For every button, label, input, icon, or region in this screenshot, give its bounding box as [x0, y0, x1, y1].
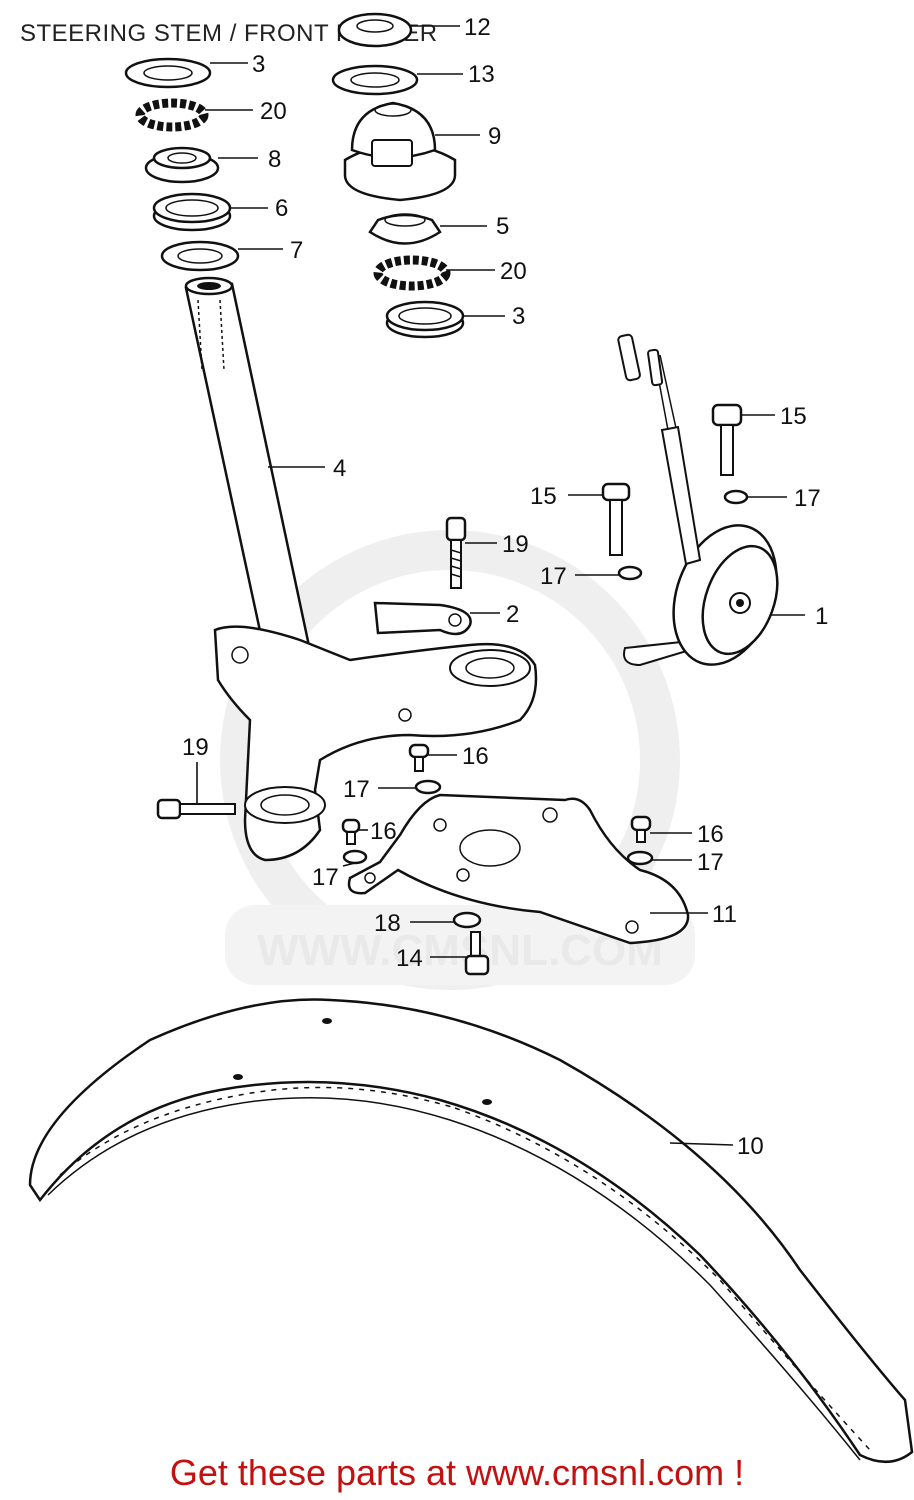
- callout-8: 8: [268, 146, 281, 173]
- part-1-horn[interactable]: [617, 333, 795, 679]
- part-7-washer[interactable]: [160, 240, 240, 272]
- part-3-upper-washer[interactable]: [124, 57, 212, 89]
- part-17-upper-washer[interactable]: [723, 489, 749, 505]
- callout-labels: 3 20 8 6 7 12 13 9 5 20 3 4 15 17 15 17 …: [182, 14, 828, 1160]
- part-17-washer-center[interactable]: [414, 779, 442, 795]
- part-19-lower-bolt[interactable]: [156, 798, 236, 820]
- part-19-upper-bolt[interactable]: [445, 516, 467, 589]
- part-12-nut[interactable]: [337, 12, 413, 48]
- part-20-lower-ball-ring[interactable]: [373, 255, 451, 291]
- callout-6: 6: [275, 195, 288, 222]
- callout-7: 7: [290, 237, 303, 264]
- callout-20-lower: 20: [500, 258, 527, 285]
- callout-16-center: 16: [462, 743, 489, 770]
- callout-18: 18: [374, 910, 401, 937]
- part-6-race[interactable]: [152, 192, 232, 232]
- callout-17-center: 17: [343, 776, 370, 803]
- part-2-cable-clip[interactable]: [373, 601, 472, 636]
- part-5-cone-race[interactable]: [368, 213, 442, 245]
- part-17-washer-left[interactable]: [342, 849, 368, 865]
- callout-15-lower: 15: [530, 483, 557, 510]
- callout-2: 2: [506, 601, 519, 628]
- callout-14: 14: [396, 945, 423, 972]
- part-18-washer[interactable]: [452, 911, 482, 929]
- callout-20-upper: 20: [260, 98, 287, 125]
- callout-19-lower: 19: [182, 734, 209, 761]
- cmsnl-link[interactable]: Get these parts at www.cmsnl.com !: [169, 1452, 745, 1493]
- callout-10: 10: [737, 1133, 764, 1160]
- part-16-screw-right[interactable]: [630, 815, 652, 843]
- part-14-bolt[interactable]: [464, 931, 490, 976]
- watermark-text: WWW.CMSNL.COM: [257, 926, 663, 975]
- part-10-front-fender[interactable]: [28, 998, 914, 1463]
- callout-4: 4: [333, 455, 346, 482]
- leader-lines: [196, 25, 805, 1146]
- callout-17-horn: 17: [540, 563, 567, 590]
- part-20-upper-ball-ring[interactable]: [135, 98, 209, 132]
- part-15-upper-bolt[interactable]: [711, 403, 743, 476]
- part-16-screw-center[interactable]: [408, 743, 430, 772]
- part-15-lower-bolt[interactable]: [601, 482, 631, 556]
- callout-17-right: 17: [697, 849, 724, 876]
- callout-3-lower: 3: [512, 303, 525, 330]
- callout-15-upper: 15: [780, 403, 807, 430]
- callout-19-upper: 19: [502, 531, 529, 558]
- callout-13: 13: [468, 61, 495, 88]
- part-4-steering-stem[interactable]: [184, 276, 538, 862]
- part-17-horn-washer[interactable]: [617, 565, 643, 581]
- part-8-race[interactable]: [144, 146, 220, 184]
- callout-17-upper: 17: [794, 485, 821, 512]
- part-13-washer[interactable]: [331, 64, 419, 96]
- callout-16-right: 16: [697, 821, 724, 848]
- callout-3-upper: 3: [252, 51, 265, 78]
- callout-16-left: 16: [370, 818, 397, 845]
- part-16-screw-left[interactable]: [341, 818, 361, 845]
- part-17-washer-right[interactable]: [626, 850, 654, 866]
- part-11-fender-bracket[interactable]: [347, 793, 690, 945]
- callout-12: 12: [464, 14, 491, 41]
- callout-9: 9: [488, 123, 501, 150]
- part-3-lower-race[interactable]: [385, 300, 465, 339]
- callout-11: 11: [712, 901, 737, 928]
- callout-17-left: 17: [312, 864, 339, 891]
- callout-5: 5: [496, 213, 509, 240]
- part-9-adjusting-nut[interactable]: [343, 101, 457, 202]
- callout-1: 1: [815, 603, 828, 630]
